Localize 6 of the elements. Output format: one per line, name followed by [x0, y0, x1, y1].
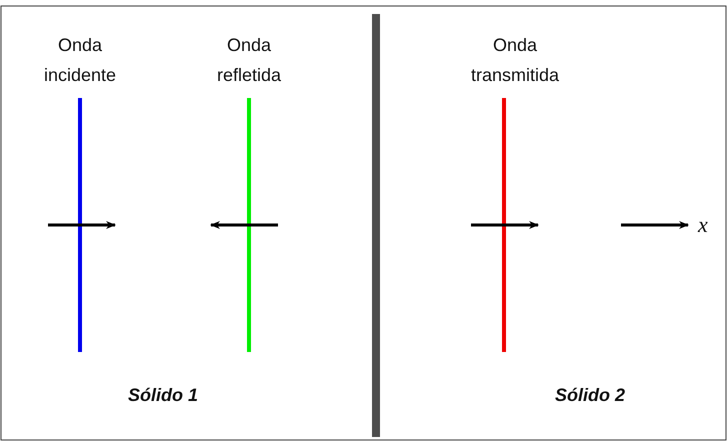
region-label: Sólido 2 [554, 384, 626, 407]
axis-label: x [698, 211, 708, 239]
wave-label: Onda incidente [42, 34, 118, 87]
wave-label: Onda refletida [216, 34, 282, 87]
wave-label: Onda transmitida [470, 34, 560, 87]
region-label: Sólido 1 [126, 384, 199, 407]
